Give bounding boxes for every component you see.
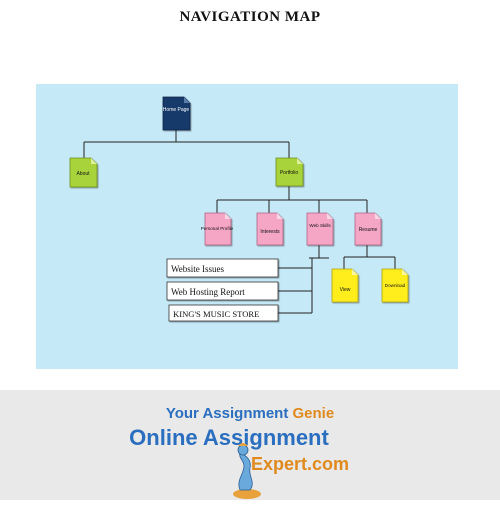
- brand-name-line1: Online Assignment: [129, 425, 329, 450]
- node-portfolio[interactable]: Portfolio: [275, 157, 304, 187]
- node-personal-profile[interactable]: Personal Profile: [201, 212, 234, 246]
- node-home-label: Home Page: [163, 107, 190, 113]
- node-resume[interactable]: Resume: [354, 212, 382, 246]
- node-web-skills-label: Web Skills: [309, 223, 331, 228]
- page-title: NAVIGATION MAP: [179, 9, 321, 25]
- brand-tagline: Your Assignment Genie: [166, 405, 334, 422]
- node-interests-label: Interests: [260, 229, 280, 235]
- brand-tagline-part1: Your Assignment: [166, 405, 289, 422]
- node-web-skills[interactable]: Web Skills: [306, 212, 334, 246]
- node-view[interactable]: View: [331, 268, 359, 303]
- node-view-label: View: [340, 287, 351, 293]
- node-interests[interactable]: Interests: [256, 212, 284, 246]
- brand-tagline-part2: Genie: [293, 405, 335, 422]
- branding-footer: Your Assignment Genie Online Assignment …: [0, 390, 500, 500]
- link-kings-music-store-label: KING'S MUSIC STORE: [173, 309, 259, 319]
- node-about[interactable]: About: [69, 157, 98, 188]
- brand-name-line2: Expert.com: [251, 454, 349, 474]
- navigation-diagram: Home Page About Portfolio Personal Profi…: [36, 84, 458, 369]
- node-download-label: Download: [385, 283, 406, 288]
- node-personal-profile-label: Personal Profile: [201, 226, 234, 231]
- node-resume-label: Resume: [359, 227, 378, 233]
- link-web-hosting-report[interactable]: Web Hosting Report: [166, 281, 279, 301]
- node-download[interactable]: Download: [381, 268, 409, 303]
- link-website-issues-label: Website Issues: [171, 264, 225, 274]
- node-about-label: About: [76, 171, 90, 177]
- node-home-page[interactable]: Home Page: [162, 96, 191, 131]
- genie-icon: [233, 443, 261, 499]
- link-web-hosting-report-label: Web Hosting Report: [171, 287, 245, 297]
- link-kings-music-store[interactable]: KING'S MUSIC STORE: [168, 304, 279, 322]
- connector-lines: [83, 130, 396, 314]
- link-website-issues[interactable]: Website Issues: [166, 258, 279, 278]
- node-portfolio-label: Portfolio: [280, 170, 299, 176]
